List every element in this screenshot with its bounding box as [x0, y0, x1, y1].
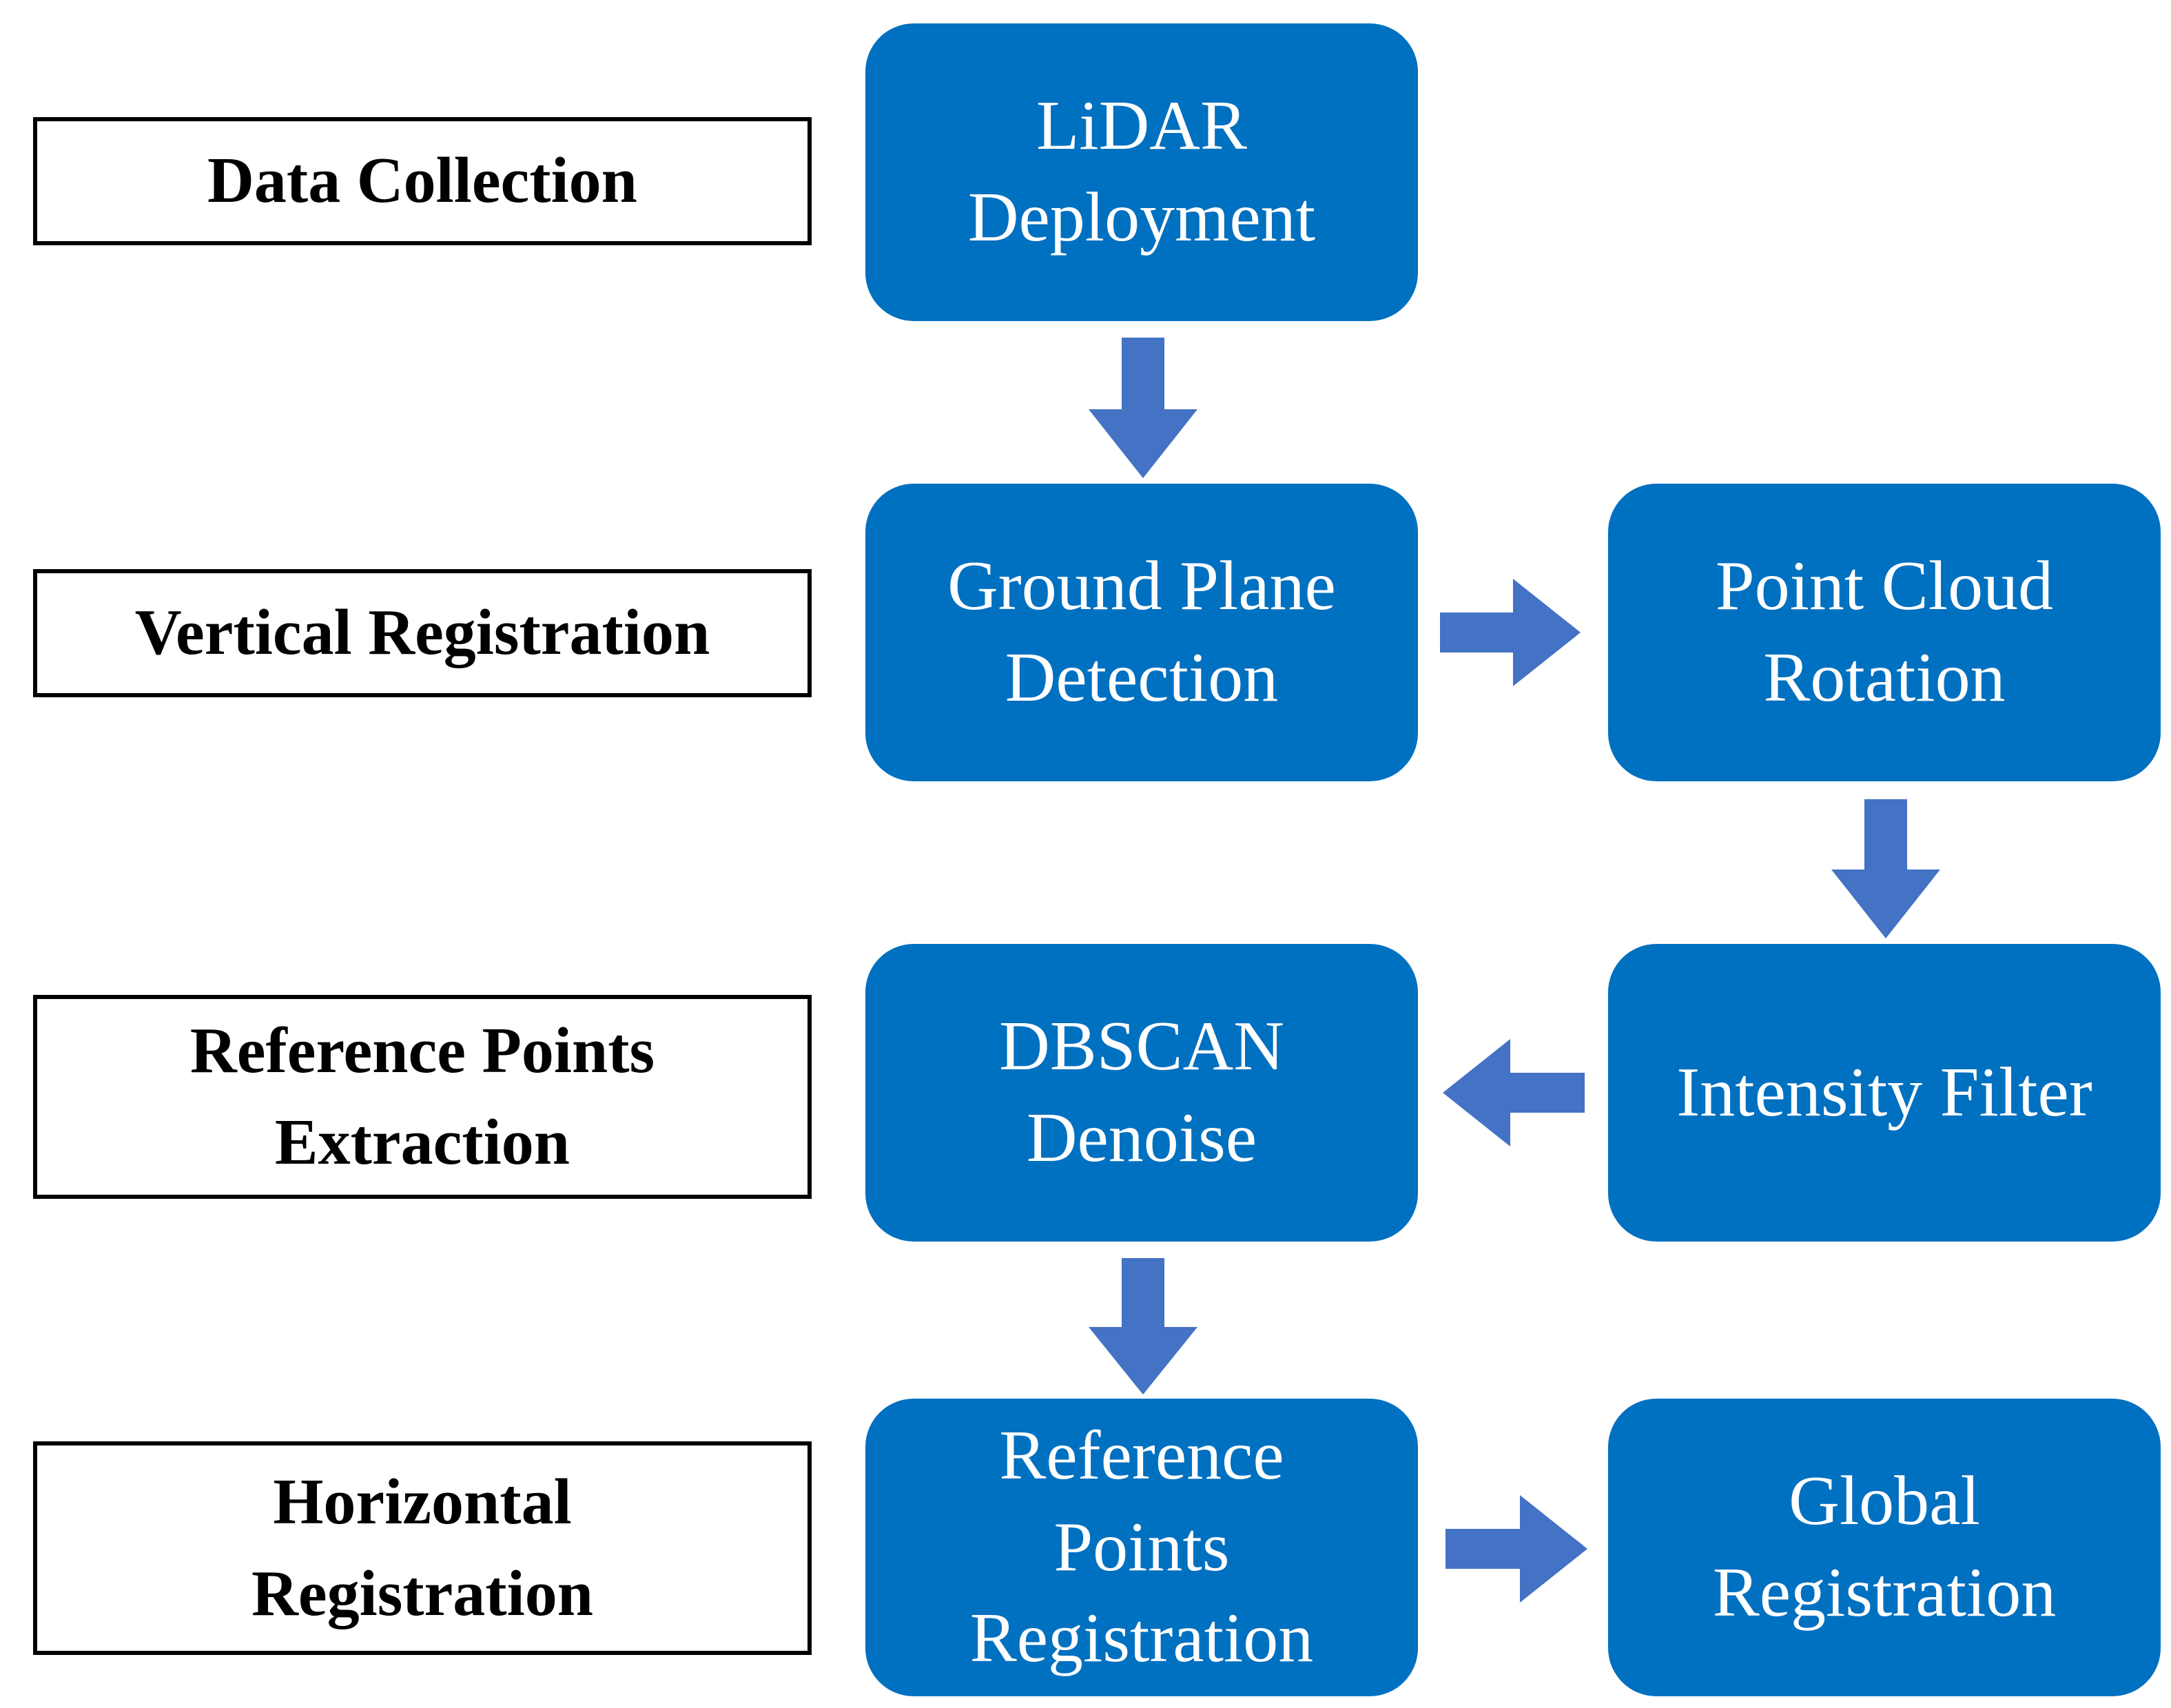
arrow-right-icon	[1445, 1495, 1587, 1603]
stage-label-data-collection: Data Collection	[33, 117, 812, 245]
step-label: Ground Plane Detection	[947, 547, 1336, 717]
stage-label-vertical-registration: Vertical Registration	[33, 569, 812, 697]
arrow-down-icon	[1089, 338, 1197, 478]
step-global-registration: Global Registration	[1608, 1399, 2161, 1696]
arrow-right-icon	[1440, 579, 1581, 686]
step-intensity-filter: Intensity Filter	[1608, 944, 2161, 1242]
stage-label-text: Data Collection	[207, 145, 637, 217]
step-ground-plane-detection: Ground Plane Detection	[865, 484, 1418, 781]
step-label: Point Cloud Rotation	[1715, 547, 2054, 717]
step-label: Intensity Filter	[1676, 1053, 2092, 1131]
stage-label-text: Vertical Registration	[134, 597, 710, 669]
stage-label-text: Horizontal Registration	[251, 1465, 594, 1629]
step-label: Global Registration	[1712, 1462, 2057, 1632]
stage-label-text: Reference Points Extraction	[189, 1014, 655, 1178]
step-point-cloud-rotation: Point Cloud Rotation	[1608, 484, 2161, 781]
step-dbscan-denoise: DBSCAN Denoise	[865, 944, 1418, 1242]
step-label: Reference Points Registration	[969, 1417, 1314, 1678]
step-label: LiDAR Deployment	[967, 87, 1316, 256]
step-lidar-deployment: LiDAR Deployment	[865, 23, 1418, 321]
arrow-down-icon	[1089, 1258, 1197, 1395]
step-label: DBSCAN Denoise	[999, 1007, 1284, 1177]
step-reference-points-registration: Reference Points Registration	[865, 1399, 1418, 1696]
arrow-left-icon	[1443, 1039, 1585, 1146]
arrow-down-icon	[1831, 799, 1940, 938]
stage-label-reference-points-extraction: Reference Points Extraction	[33, 995, 812, 1199]
stage-label-horizontal-registration: Horizontal Registration	[33, 1441, 812, 1655]
